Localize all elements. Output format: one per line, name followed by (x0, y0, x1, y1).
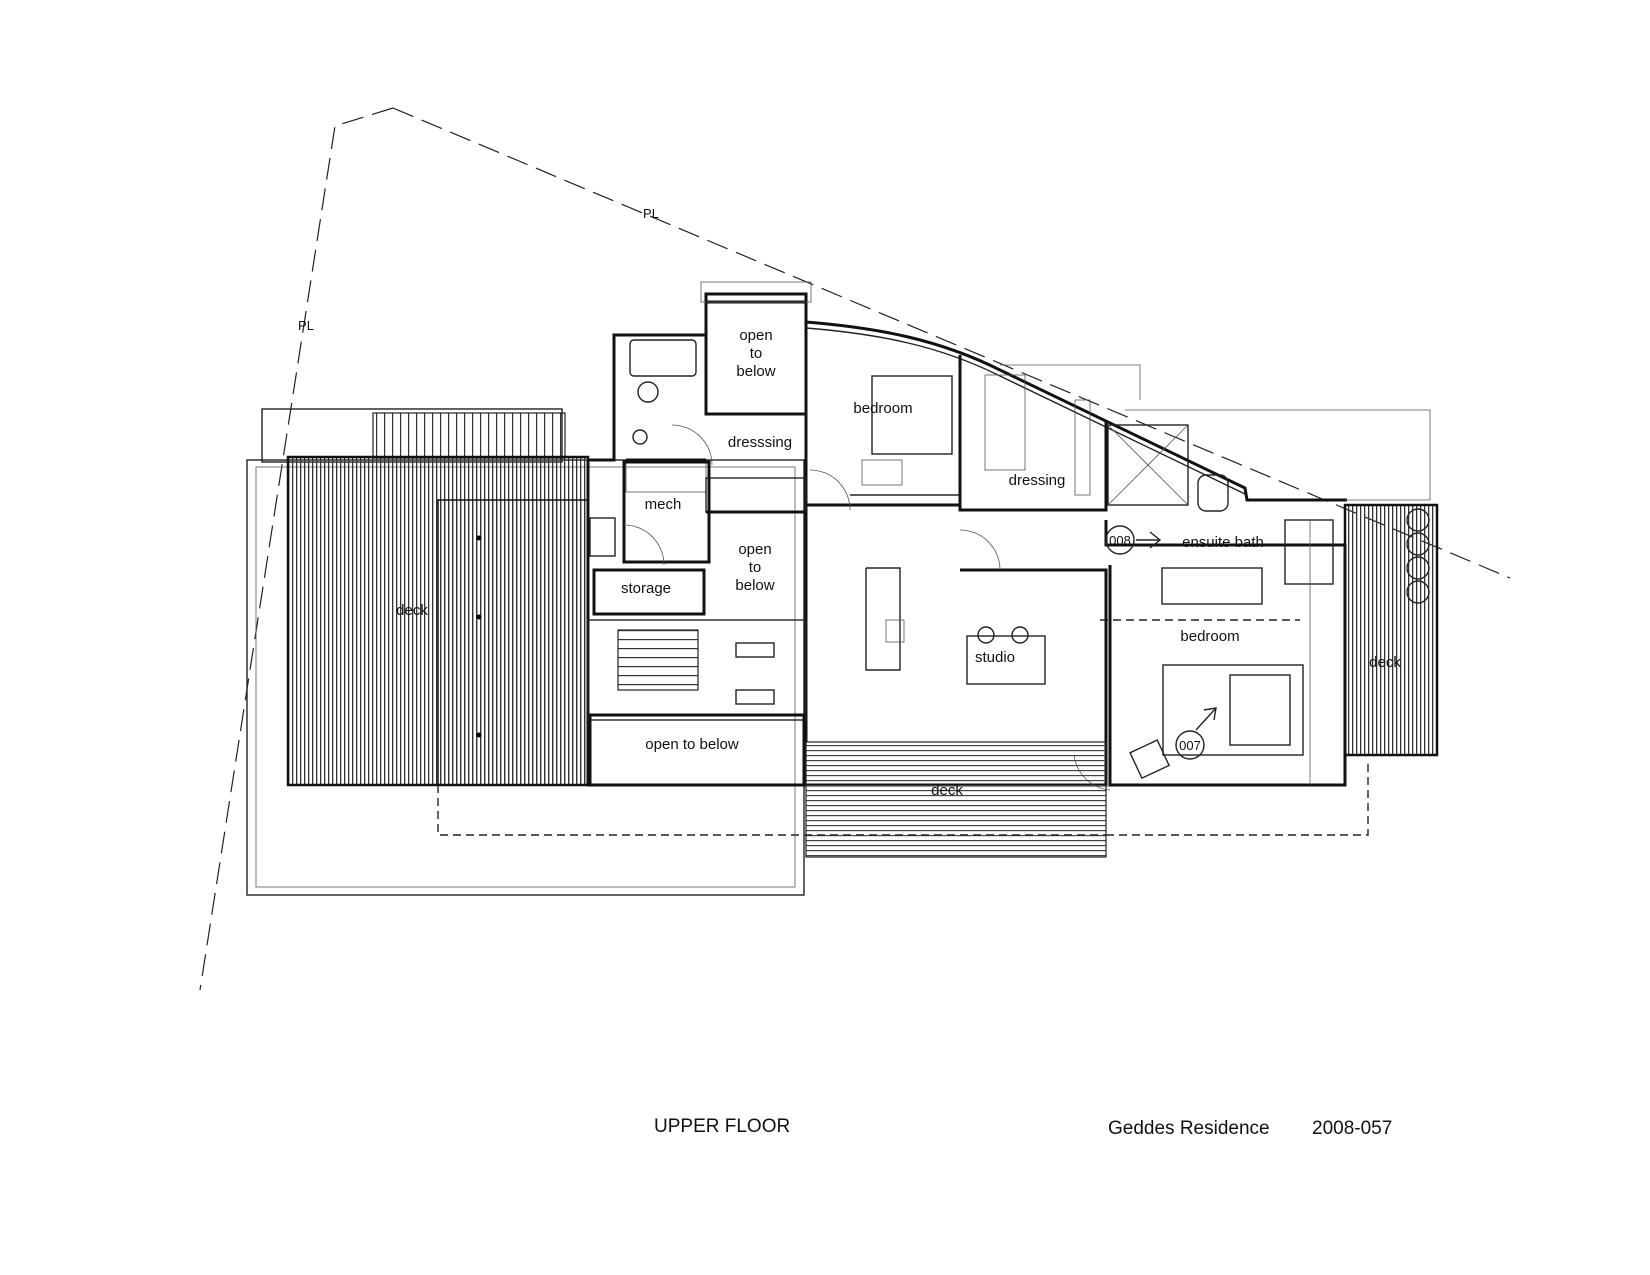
room-label-bedroom-1: bedroom (853, 400, 912, 417)
project-name: Geddes Residence (1108, 1118, 1270, 1139)
project-number: 2008-057 (1312, 1118, 1393, 1139)
room-label-deck-east: deck (1369, 654, 1401, 671)
room-label-open-to-below-2b: to (749, 559, 762, 576)
room-label-bedroom-2: bedroom (1180, 628, 1239, 645)
room-label-deck-south: deck (931, 782, 963, 799)
room-label-dressing-1: dresssing (728, 434, 792, 451)
room-label-open-to-below-2a: open (738, 541, 771, 558)
view-marker-008-label: 008 (1109, 533, 1131, 548)
room-label-studio: studio (975, 649, 1015, 666)
room-label-open-to-below-3: open to below (645, 736, 739, 753)
room-label-dressing-2: dressing (1009, 472, 1066, 489)
room-label-open-to-below-1b: to (750, 345, 763, 362)
pl-marker-left: PL (298, 318, 314, 333)
room-label-ensuite-bath: ensuite bath (1182, 534, 1264, 551)
deck-west-area (246, 408, 805, 896)
room-label-deck-west: deck (396, 602, 428, 619)
view-marker-007-label: 007 (1179, 738, 1201, 753)
room-label-open-to-below-1a: open (739, 327, 772, 344)
room-label-mech: mech (645, 496, 682, 513)
deck-east-area (1343, 503, 1439, 757)
view-marker-008: 008 (1105, 525, 1162, 555)
room-label-open-to-below-2c: below (735, 577, 774, 594)
building-walls (586, 281, 1431, 791)
room-label-storage: storage (621, 580, 671, 597)
drawing-title: UPPER FLOOR (654, 1116, 791, 1137)
pl-marker-top: PL (643, 206, 659, 221)
deck-south-area (437, 741, 1369, 858)
room-label-open-to-below-1c: below (736, 363, 775, 380)
view-marker-007: 007 (1175, 707, 1217, 760)
